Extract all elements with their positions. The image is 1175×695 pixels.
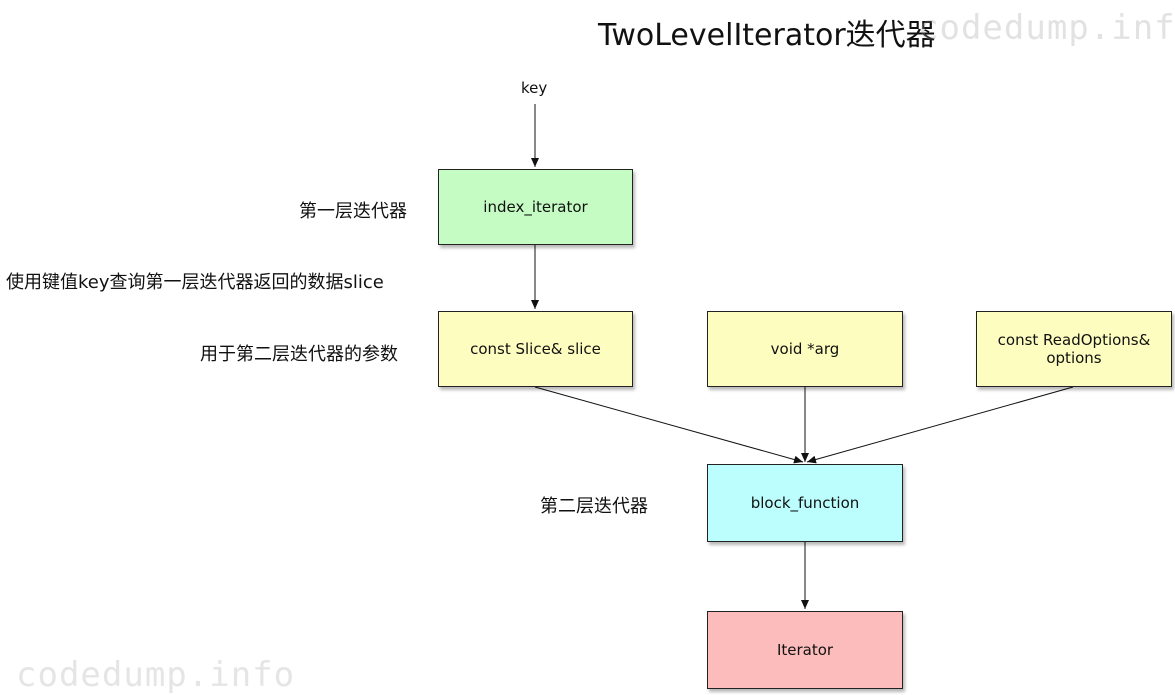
watermark-bottom: codedump.info [16, 655, 296, 695]
options-node: const ReadOptions& options [976, 311, 1172, 387]
query-description-annotation: 使用键值key查询第一层迭代器返回的数据slice [6, 272, 384, 293]
second-level-params-annotation: 用于第二层迭代器的参数 [200, 344, 398, 365]
key-label: key [521, 79, 548, 97]
block-function-node: block_function [707, 464, 903, 542]
arg-node: void *arg [707, 311, 903, 387]
index-iterator-node: index_iterator [438, 169, 633, 245]
edge-slice-to-block-function [534, 386, 804, 464]
slice-node: const Slice& slice [438, 311, 633, 387]
watermark-top: codedump.info [918, 8, 1175, 48]
second-level-annotation: 第二层迭代器 [540, 496, 648, 517]
iterator-node: Iterator [707, 611, 903, 689]
first-level-annotation: 第一层迭代器 [299, 201, 407, 222]
diagram-title: TwoLevelIterator迭代器 [598, 18, 936, 53]
edge-options-to-block-function [806, 386, 1074, 464]
